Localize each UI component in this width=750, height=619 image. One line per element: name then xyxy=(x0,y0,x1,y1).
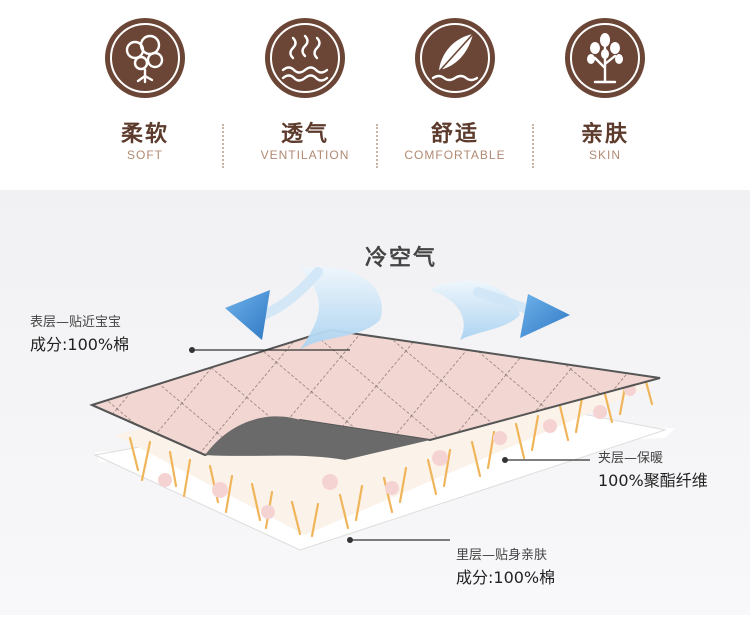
bottom-layer-callout: 里层—贴身亲肤 成分:100%棉 xyxy=(456,545,555,589)
layer-diagram: 冷空气 表层—贴近宝宝 成分:100%棉 夹层—保暖 100%聚酯纤维 里层—贴… xyxy=(0,190,750,615)
divider xyxy=(222,124,224,168)
divider xyxy=(532,124,534,168)
top-layer-underside xyxy=(205,416,430,460)
cotton-icon xyxy=(105,18,185,98)
middle-layer-dots xyxy=(158,384,636,519)
middle-layer-material: 100%聚酯纤维 xyxy=(598,471,708,490)
cold-air-flow-left xyxy=(300,266,382,350)
top-layer-material: 成分:100%棉 xyxy=(30,335,130,354)
fabric-layers-illustration xyxy=(89,266,675,551)
top-layer-title: 表层—贴近宝宝 xyxy=(30,315,122,330)
feature-comfortable: 舒适 COMFORTABLE xyxy=(380,18,530,162)
cold-air-label: 冷空气 xyxy=(365,246,438,271)
divider xyxy=(376,124,378,168)
tree-icon xyxy=(565,18,645,98)
feature-subtitle: SOFT xyxy=(127,148,163,162)
feature-subtitle: VENTILATION xyxy=(260,148,350,162)
feature-soft: 柔软 SOFT xyxy=(70,18,220,162)
feature-skin: 亲肤 SKIN xyxy=(530,18,680,162)
feature-subtitle: COMFORTABLE xyxy=(404,148,506,162)
middle-layer-callout: 夹层—保暖 100%聚酯纤维 xyxy=(598,448,708,492)
feature-title: 舒适 xyxy=(430,122,479,147)
air-arrow-right xyxy=(520,294,570,338)
middle-layer-title: 夹层—保暖 xyxy=(598,451,664,466)
feature-strip: 柔软 SOFT 透气 VENTILATION xyxy=(0,0,750,190)
feature-title: 柔软 xyxy=(120,122,169,147)
feature-title: 亲肤 xyxy=(580,122,629,147)
feather-icon xyxy=(415,18,495,98)
air-arrow-left xyxy=(225,290,270,340)
top-layer-callout: 表层—贴近宝宝 成分:100%棉 xyxy=(30,312,129,356)
bottom-layer-title: 里层—贴身亲肤 xyxy=(456,548,548,563)
feature-ventilation: 透气 VENTILATION xyxy=(230,18,380,162)
feature-title: 透气 xyxy=(280,122,329,147)
feature-subtitle: SKIN xyxy=(588,148,621,162)
bottom-layer-material: 成分:100%棉 xyxy=(456,568,556,587)
airflow-icon xyxy=(265,18,345,98)
